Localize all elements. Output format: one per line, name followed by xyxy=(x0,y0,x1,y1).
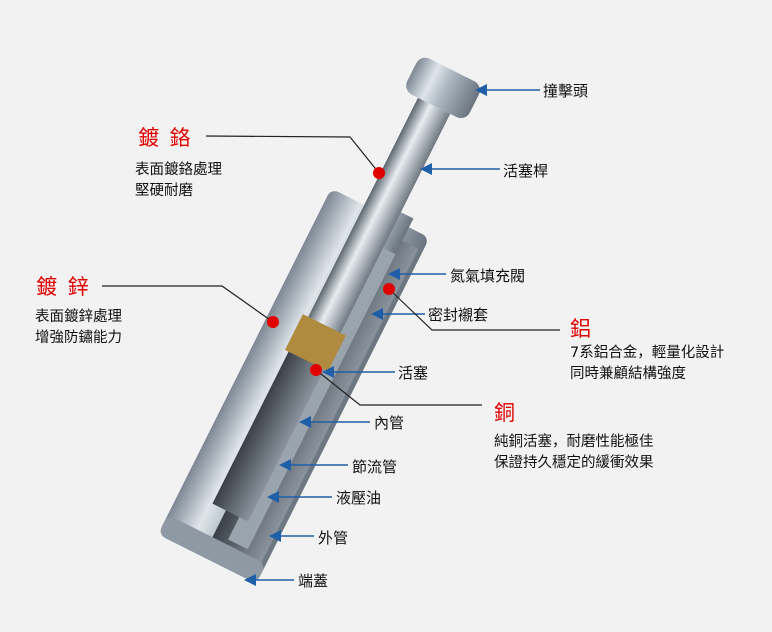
label-seal-bushing: 密封襯套 xyxy=(428,306,489,324)
label-outer-tube: 外管 xyxy=(318,529,349,547)
feature-desc-chrome: 表面鍍鉻處理 堅硬耐磨 xyxy=(135,160,222,202)
label-end-cap: 端蓋 xyxy=(298,572,329,590)
feature-desc-copper: 純銅活塞，耐磨性能極佳 保證持久穩定的緩衝效果 xyxy=(494,432,654,474)
feature-title-aluminum: 鋁 xyxy=(570,317,593,341)
desc-line: 堅硬耐磨 xyxy=(135,183,193,199)
shock-absorber-body xyxy=(160,57,480,581)
feature-desc-zinc: 表面鍍鋅處理 增強防鏽能力 xyxy=(35,307,122,349)
label-piston: 活塞 xyxy=(398,364,429,382)
label-inner-tube: 內管 xyxy=(374,414,405,432)
desc-line: 同時兼顧結構強度 xyxy=(570,366,686,382)
desc-line: 純銅活塞，耐磨性能極佳 xyxy=(494,434,654,450)
feature-desc-aluminum: 7系鋁合金，輕量化設計 同時兼顧結構強度 xyxy=(570,343,724,385)
desc-line: 保證持久穩定的緩衝效果 xyxy=(494,455,654,471)
end-cap-shape xyxy=(160,517,264,581)
feature-title-zinc: 鍍 鋅 xyxy=(36,275,91,299)
label-strike-cap: 撞擊頭 xyxy=(543,82,589,100)
feature-title-copper: 銅 xyxy=(494,401,517,425)
label-hydraulic-oil: 液壓油 xyxy=(336,489,382,507)
piston-shape xyxy=(285,314,346,372)
feature-dots xyxy=(267,167,395,376)
label-piston-rod: 活塞桿 xyxy=(503,162,549,180)
piston-rod-shape xyxy=(306,97,451,338)
label-nitrogen-valve: 氮氣填充閥 xyxy=(450,267,526,285)
label-throttle-tube: 節流管 xyxy=(352,458,398,476)
part-arrows xyxy=(244,84,540,586)
desc-line: 表面鍍鋅處理 xyxy=(35,309,122,325)
desc-line: 7系鋁合金，輕量化設計 xyxy=(570,345,725,361)
feature-title-chrome: 鍍 鉻 xyxy=(138,126,193,150)
feature-leaders xyxy=(102,135,560,406)
strike-cap-shape xyxy=(406,57,480,119)
desc-line: 表面鍍鉻處理 xyxy=(135,162,222,178)
desc-line: 增強防鏽能力 xyxy=(35,330,122,346)
